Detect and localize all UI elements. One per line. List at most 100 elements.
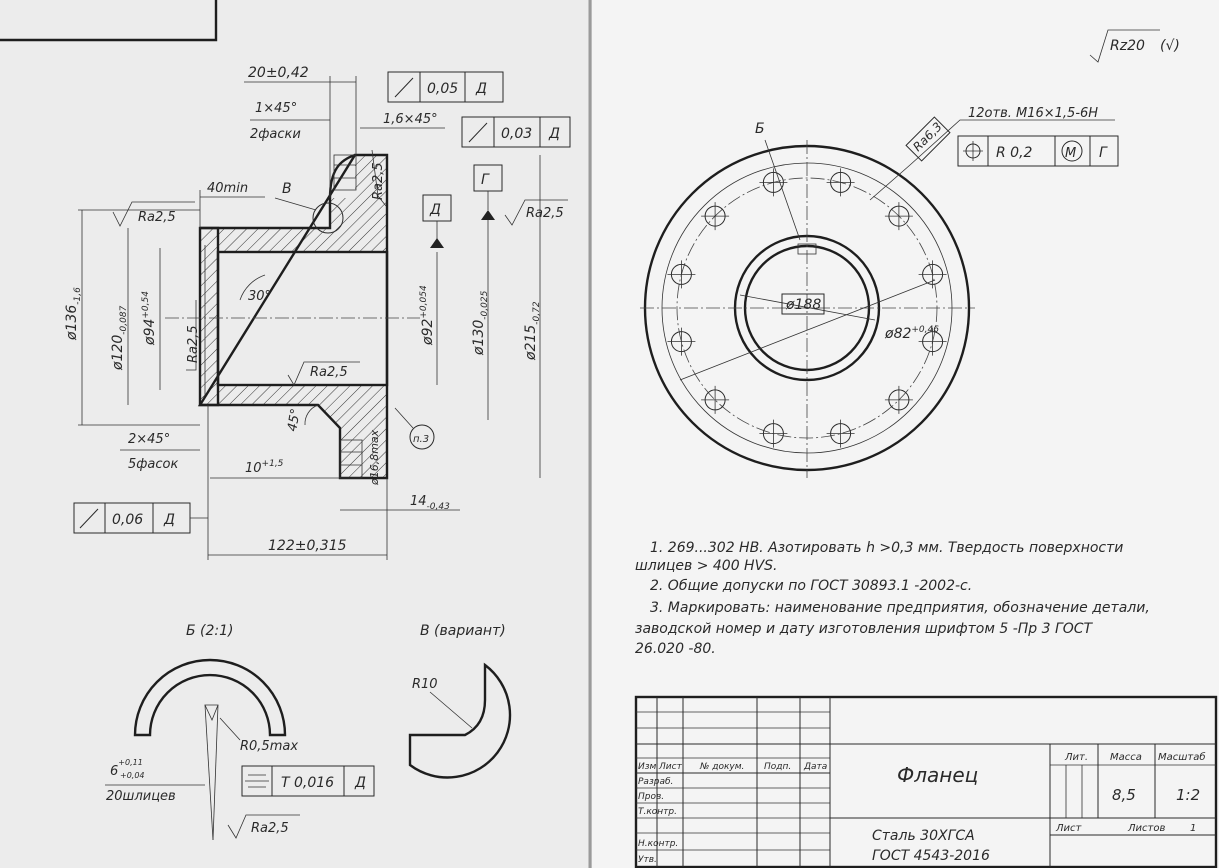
corner-stamp-box [0,0,218,42]
roughness-r3-text: Ra2,5 [526,206,564,221]
detail-b-tolerance: T 0,016 Д [241,765,375,797]
tb-material-1: Сталь 30ХГСА [872,828,975,844]
detail-b-r: R0,5max [240,739,298,754]
angle-30-arc [239,274,266,301]
position-tol-value: R 0,2 [996,145,1033,161]
tb-row-utv: Утв. [638,855,657,865]
dim-215: ø215-0,72 [523,301,542,361]
detail-b: Б (2:1) R0,5max 6+0,11 +0,04 20шлицев T … [105,623,375,841]
tb-row-prov: Пров. [638,792,664,802]
dim-188-line [739,294,876,321]
detail-v-shape [408,662,512,779]
datum-d-triangle [430,238,444,248]
detail-b-spline-tol-bot: +0,04 [120,771,145,780]
title-block-frame [634,695,1218,868]
dim-angle-30: 30° [248,289,271,304]
tb-listov: Листов [1127,823,1165,834]
detail-b-tol-value: T 0,016 [281,775,334,791]
detail-b-ext-1 [204,704,214,841]
tb-row-nkontr: Н.контр. [638,839,678,849]
datum-d: Д [429,202,441,218]
roughness-r1-text: Ra2,5 [138,210,176,225]
roughness-r4: Ra2,5 [186,300,201,371]
dim-hole-note: ø16,8max [368,429,381,486]
detail-b-tol-datum: Д [354,775,366,791]
tb-col-date: Дата [803,762,827,772]
roughness-r2-text: Ra2,5 [371,162,386,200]
dim-122: 122±0,315 [268,538,347,554]
left-sheet [0,0,590,868]
tolerance-frame-2: 0,03 Д [461,116,571,148]
position-tol-datum: Г [1099,145,1108,161]
dim-188-box [781,293,825,315]
dim-136: ø136-1,6 [64,287,83,341]
note-line-6: 26.020 -80. [635,641,716,657]
runout-arrow-icon-2 [468,122,488,143]
right-sheet [592,0,1219,868]
flange-hole-top [333,154,357,191]
detail-v-r: R10 [412,677,438,692]
runout-arrow-icon-3 [79,508,99,529]
dim-20: 20±0,42 [248,65,309,81]
dim-188: ø188 [785,297,821,313]
detail-b-r-leader [219,717,241,741]
angle-45-arc [304,404,319,426]
tb-col-doc: № докум. [699,762,744,772]
flange-hole-bottom [339,439,363,479]
detail-b-ext-2 [212,704,219,841]
detail-b-title: Б (2:1) [186,623,234,639]
general-roughness: Rz20 [1110,38,1145,54]
bore-area [218,252,387,385]
technical-notes: 1. 269...302 HB. Азотировать h >0,3 мм. … [635,540,1150,657]
dim-chamfer3-note: 5фасок [128,457,178,472]
dim-chamfer2: 1,6×45° [383,112,438,127]
section-hatch [200,155,387,478]
note-line-3: 2. Общие допуски по ГОСТ 30893.1 -2002-с… [650,578,972,594]
runout-arrow-icon [394,77,414,98]
detail-b-shape [133,658,287,737]
note-line-2: шлицев > 400 HVS. [635,558,778,574]
view-b-leader [764,139,801,241]
detail-v-title: В (вариант) [420,623,506,639]
bore-outline [216,250,389,387]
detail-b-circle [312,202,344,234]
dim-14: 14-0,43 [410,494,450,512]
detail-b-leader [274,197,317,211]
detail-b-roughness: Ra2,5 [251,821,289,836]
roughness-r5-text: Ra2,5 [310,365,348,380]
roughness-r1: Ra2,5 [112,201,195,227]
holes-leader [869,119,1115,201]
mmc-circle-icon [1061,140,1083,162]
note-circle [409,424,435,450]
roughness-r5: Ra2,5 [287,361,360,386]
holes-roughness-box [905,116,951,162]
bolt-holes [667,168,947,448]
dim-chamfer1-note: 2фаски [250,127,301,142]
tb-part-name: Фланец [897,763,978,787]
note-line-5: заводской номер и дату изготовления шриф… [635,621,1094,637]
detail-b-spline-note: 20шлицев [106,789,176,804]
dim-chamfer3: 2×45° [128,432,170,447]
tb-col-podp: Подп. [764,762,791,772]
tb-listov-value: 1 [1190,823,1196,834]
detail-v: В (вариант) R10 [408,623,512,779]
tb-list: Лист [1055,823,1083,834]
position-tolerance-frame: R 0,2 M Г [957,135,1119,167]
note-circle-leader [394,407,414,429]
dim-94: ø94+0,54 [141,291,158,346]
tb-lit: Лит. [1064,752,1088,763]
tb-col-list: Лист [658,762,683,772]
tb-col-izm: Изм [638,762,657,772]
tb-massa: Масса [1110,752,1142,763]
dim-92: ø92+0,054 [419,285,436,346]
detail-b-spline: 6+0,11 [110,758,143,779]
position-tol-modifier: M [1065,146,1076,161]
tol-3-datum: Д [163,512,175,528]
detail-v-r-leader [429,691,473,729]
tb-scale-value: 1:2 [1176,786,1200,804]
detail-b-notch [204,704,219,722]
tolerance-frame-1: 0,05 Д [387,71,504,103]
dim-120: ø120-0,087 [110,305,129,371]
roughness-r2: Ra2,5 [371,149,387,207]
